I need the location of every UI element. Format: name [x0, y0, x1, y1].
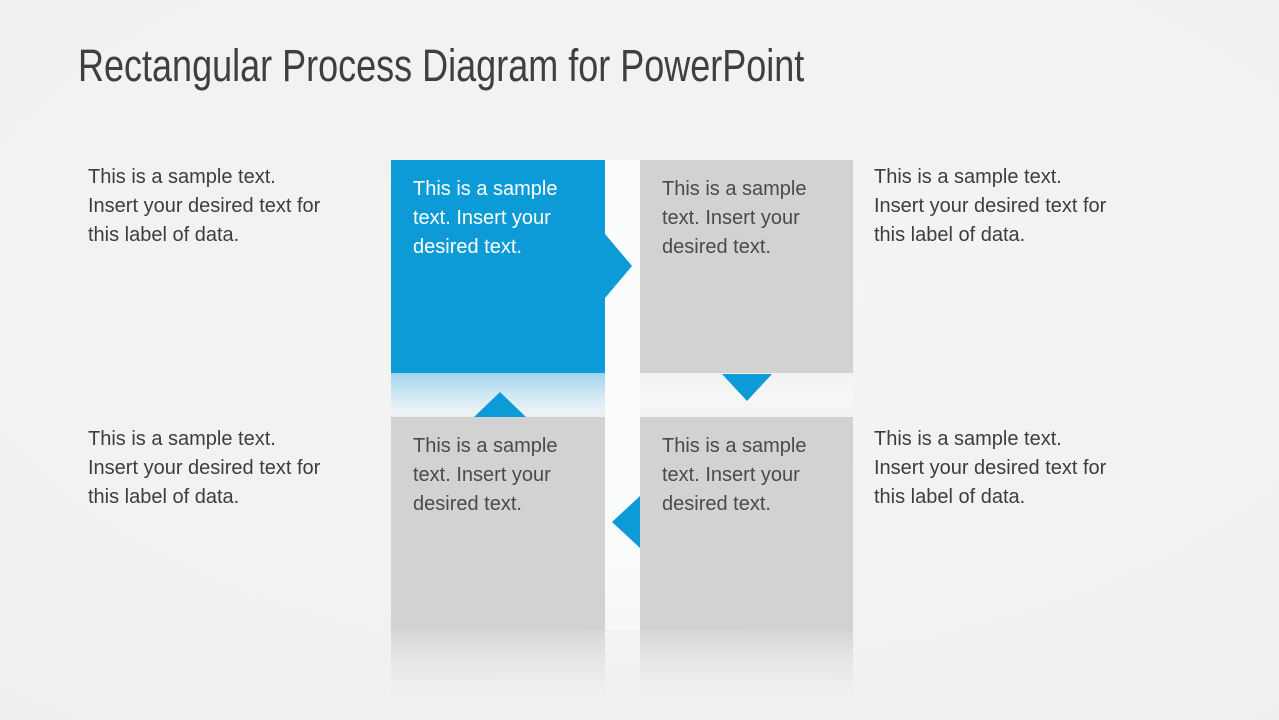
box-text-line: This is a sample [413, 178, 558, 200]
arrow-down-icon [722, 374, 772, 401]
box-text-line: This is a sample [413, 435, 558, 457]
box-text-line: desired text. [413, 493, 522, 515]
process-box-step-3: This is a sample text. Insert your desir… [391, 417, 605, 630]
box-text-line: desired text. [662, 493, 771, 515]
side-label-top-right: This is a sample text. Insert your desir… [874, 163, 1106, 250]
process-box-step-2: This is a sample text. Insert your desir… [640, 160, 853, 373]
box-text-line: desired text. [662, 236, 771, 258]
box-text-line: text. Insert your [662, 464, 800, 486]
box-text-line: text. Insert your [662, 207, 800, 229]
box-text-line: text. Insert your [413, 464, 551, 486]
label-line: Insert your desired text for [874, 457, 1107, 479]
box-text-line: text. Insert your [413, 207, 551, 229]
label-line: This is a sample text. [874, 428, 1062, 450]
column-gap-strip [605, 160, 640, 630]
box-text-line: This is a sample [662, 435, 807, 457]
box-text-line: desired text. [413, 236, 522, 258]
label-line: Insert your desired text for [874, 195, 1107, 217]
process-box-step-1: This is a sample text. Insert your desir… [391, 160, 605, 373]
side-label-bottom-right: This is a sample text. Insert your desir… [874, 425, 1106, 512]
label-line: this label of data. [874, 224, 1026, 246]
label-line: This is a sample text. [874, 166, 1062, 188]
arrow-right-icon [605, 234, 632, 298]
label-line: This is a sample text. [88, 428, 276, 450]
slide-title: Rectangular Process Diagram for PowerPoi… [78, 40, 805, 91]
box-text-line: This is a sample [662, 178, 807, 200]
arrow-left-icon [612, 496, 640, 548]
label-line: This is a sample text. [88, 166, 276, 188]
label-line: Insert your desired text for [88, 457, 321, 479]
label-line: this label of data. [88, 486, 240, 508]
label-line: this label of data. [88, 224, 240, 246]
reflection-right-column [640, 630, 853, 708]
side-label-top-left: This is a sample text. Insert your desir… [88, 163, 320, 250]
process-box-step-4: This is a sample text. Insert your desir… [640, 417, 853, 630]
side-label-bottom-left: This is a sample text. Insert your desir… [88, 425, 320, 512]
reflection-left-column [391, 630, 605, 708]
label-line: this label of data. [874, 486, 1026, 508]
label-line: Insert your desired text for [88, 195, 321, 217]
arrow-up-icon [474, 392, 526, 417]
